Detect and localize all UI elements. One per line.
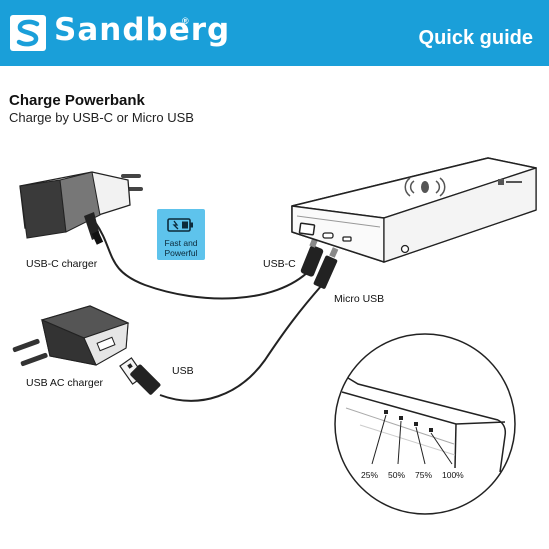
usbc-charger bbox=[19, 171, 143, 245]
section-subtitle: Charge by USB-C or Micro USB bbox=[9, 110, 194, 125]
wireless-charging-icon bbox=[404, 177, 446, 197]
section-title: Charge Powerbank bbox=[9, 92, 145, 109]
charging-diagram bbox=[12, 157, 537, 515]
led-level-50: 50% bbox=[388, 470, 406, 480]
brand-name: Sandberg bbox=[54, 12, 231, 48]
small-logo-icon bbox=[498, 179, 522, 185]
usbc-charger-label: USB-C charger bbox=[26, 258, 98, 270]
badge-line-2: Powerful bbox=[164, 248, 198, 258]
micro-usb-label: Micro USB bbox=[334, 293, 385, 305]
usbc-port-label: USB-C bbox=[263, 258, 296, 270]
document-title: Quick guide bbox=[418, 27, 533, 49]
usbc-cable bbox=[94, 221, 311, 300]
led-level-25: 25% bbox=[361, 470, 379, 480]
usb-label: USB bbox=[172, 365, 194, 377]
header-bar: Sandberg ® Quick guide bbox=[0, 0, 549, 66]
usb-plug bbox=[119, 357, 161, 395]
badge-text: Fast and Powerful bbox=[157, 238, 205, 258]
powerbank bbox=[291, 157, 537, 263]
led-zoom-circle bbox=[334, 333, 516, 515]
battery-icon bbox=[167, 218, 193, 232]
usb-cable bbox=[159, 284, 323, 402]
micro-usb-plug bbox=[313, 247, 339, 289]
fast-powerful-badge: Fast and Powerful bbox=[157, 209, 205, 260]
sandberg-logo-icon bbox=[10, 15, 46, 51]
usb-ac-charger-label: USB AC charger bbox=[26, 377, 104, 389]
led-level-100: 100% bbox=[442, 470, 464, 480]
usb-ac-charger bbox=[12, 305, 130, 367]
registered-mark: ® bbox=[182, 16, 189, 26]
led-level-75: 75% bbox=[415, 470, 433, 480]
badge-line-1: Fast and bbox=[164, 238, 198, 248]
